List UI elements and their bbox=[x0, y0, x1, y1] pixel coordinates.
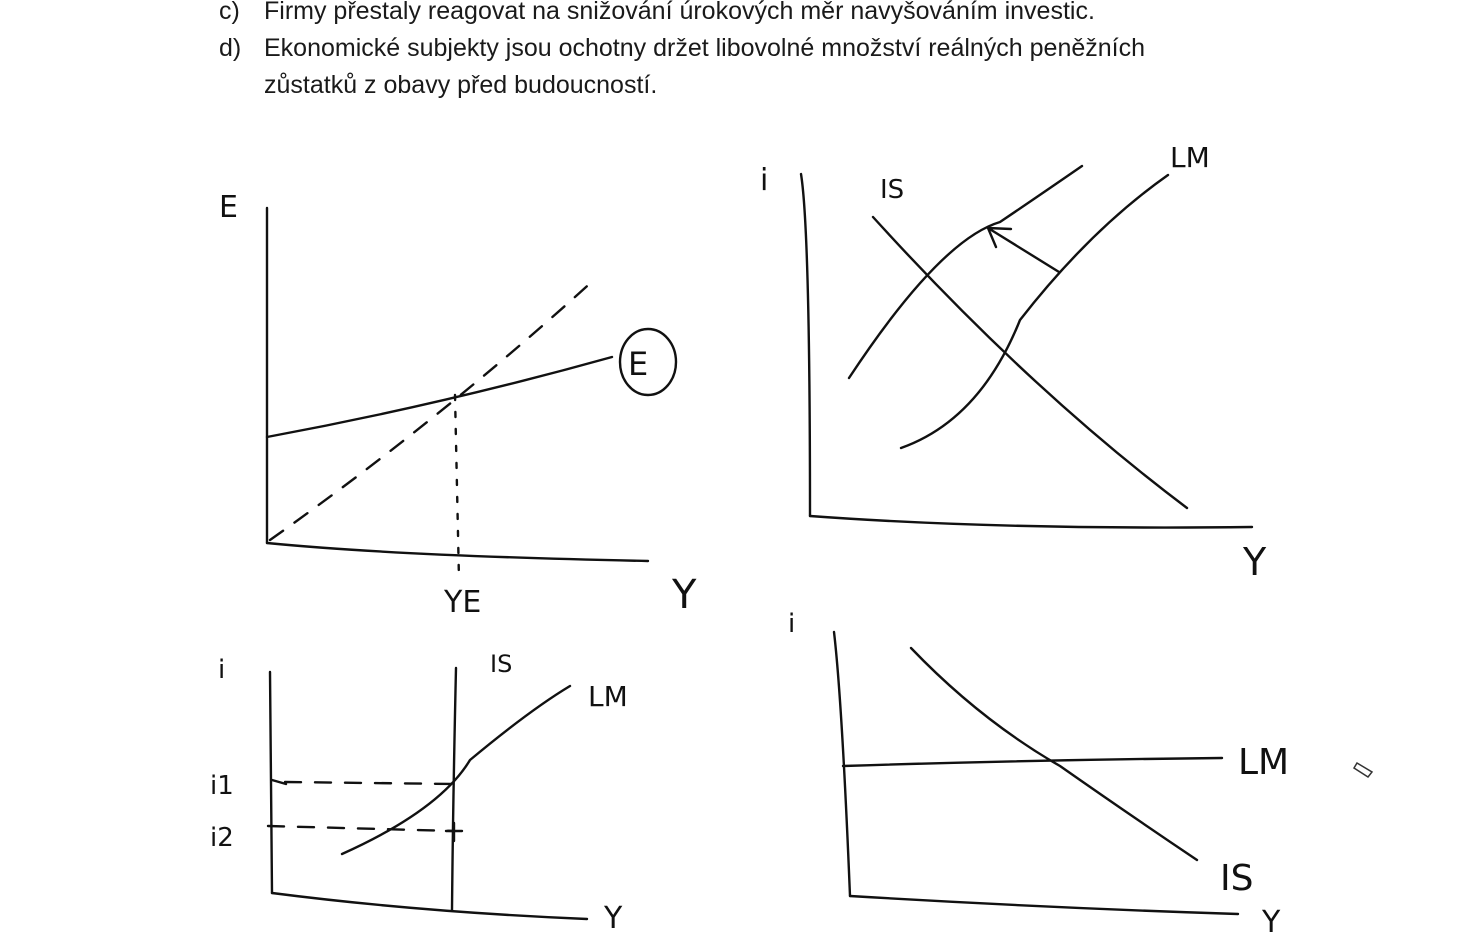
intersection-mark bbox=[444, 821, 464, 843]
y-axis-line bbox=[808, 514, 1254, 529]
y-axis-label: Y bbox=[1242, 540, 1267, 584]
i1-tick bbox=[270, 778, 288, 786]
y-axis-line bbox=[265, 541, 650, 563]
e-axis-label: E bbox=[219, 190, 238, 225]
i-axis bbox=[799, 172, 812, 518]
i1-dropline bbox=[283, 780, 456, 786]
question-d-letter: d) bbox=[219, 34, 242, 62]
lm-label: LM bbox=[1170, 141, 1210, 174]
lm-curve-original bbox=[899, 173, 1170, 450]
is-label: IS bbox=[490, 650, 512, 678]
pen-cursor-icon bbox=[1352, 761, 1374, 778]
question-d-continuation: zůstatků z obavy před budoucností. bbox=[264, 71, 658, 99]
i2-dropline bbox=[266, 824, 456, 833]
i-axis-label: i bbox=[218, 655, 225, 685]
ye-dropline bbox=[453, 393, 461, 582]
y-axis-line bbox=[848, 894, 1240, 916]
lm-label: LM bbox=[1238, 742, 1289, 783]
is-curve-vertical bbox=[450, 666, 458, 912]
is-curve bbox=[909, 646, 1199, 862]
is-label: IS bbox=[880, 175, 904, 205]
i-axis bbox=[268, 670, 274, 895]
lm-curve-flat bbox=[841, 756, 1224, 768]
question-c-text: Firmy přestaly reagovat na snižování úro… bbox=[264, 0, 1095, 25]
i-axis bbox=[832, 630, 852, 898]
is-curve bbox=[871, 215, 1189, 510]
question-d-text: Ekonomické subjekty jsou ochotny držet l… bbox=[264, 34, 1146, 62]
liquidity-trap-diagram: i Y IS LM bbox=[788, 609, 1289, 940]
i-axis-label: i bbox=[760, 163, 768, 198]
ye-label: YE bbox=[443, 585, 481, 620]
expenditure-line bbox=[265, 355, 614, 439]
islm-shift-diagram: i Y IS LM bbox=[760, 141, 1267, 584]
y-axis-label: Y bbox=[671, 572, 697, 618]
e-label-circle bbox=[618, 327, 678, 397]
45-degree-line bbox=[268, 276, 598, 542]
question-c-letter: c) bbox=[219, 0, 240, 25]
lm-curve bbox=[340, 684, 572, 856]
shift-arrow bbox=[986, 226, 1061, 274]
lm-label: LM bbox=[588, 680, 628, 713]
e-curve-label: E bbox=[628, 345, 648, 383]
y-axis-label: Y bbox=[1261, 905, 1281, 940]
i1-label: i1 bbox=[210, 771, 234, 801]
vertical-is-diagram: i Y IS LM i1 i2 bbox=[210, 650, 628, 936]
i-axis-label: i bbox=[788, 609, 795, 639]
is-label: IS bbox=[1220, 858, 1253, 899]
keynesian-cross-diagram: E Y YE E bbox=[219, 190, 697, 620]
y-axis-label: Y bbox=[603, 901, 623, 936]
i2-label: i2 bbox=[210, 823, 234, 853]
y-axis-line bbox=[270, 891, 589, 921]
